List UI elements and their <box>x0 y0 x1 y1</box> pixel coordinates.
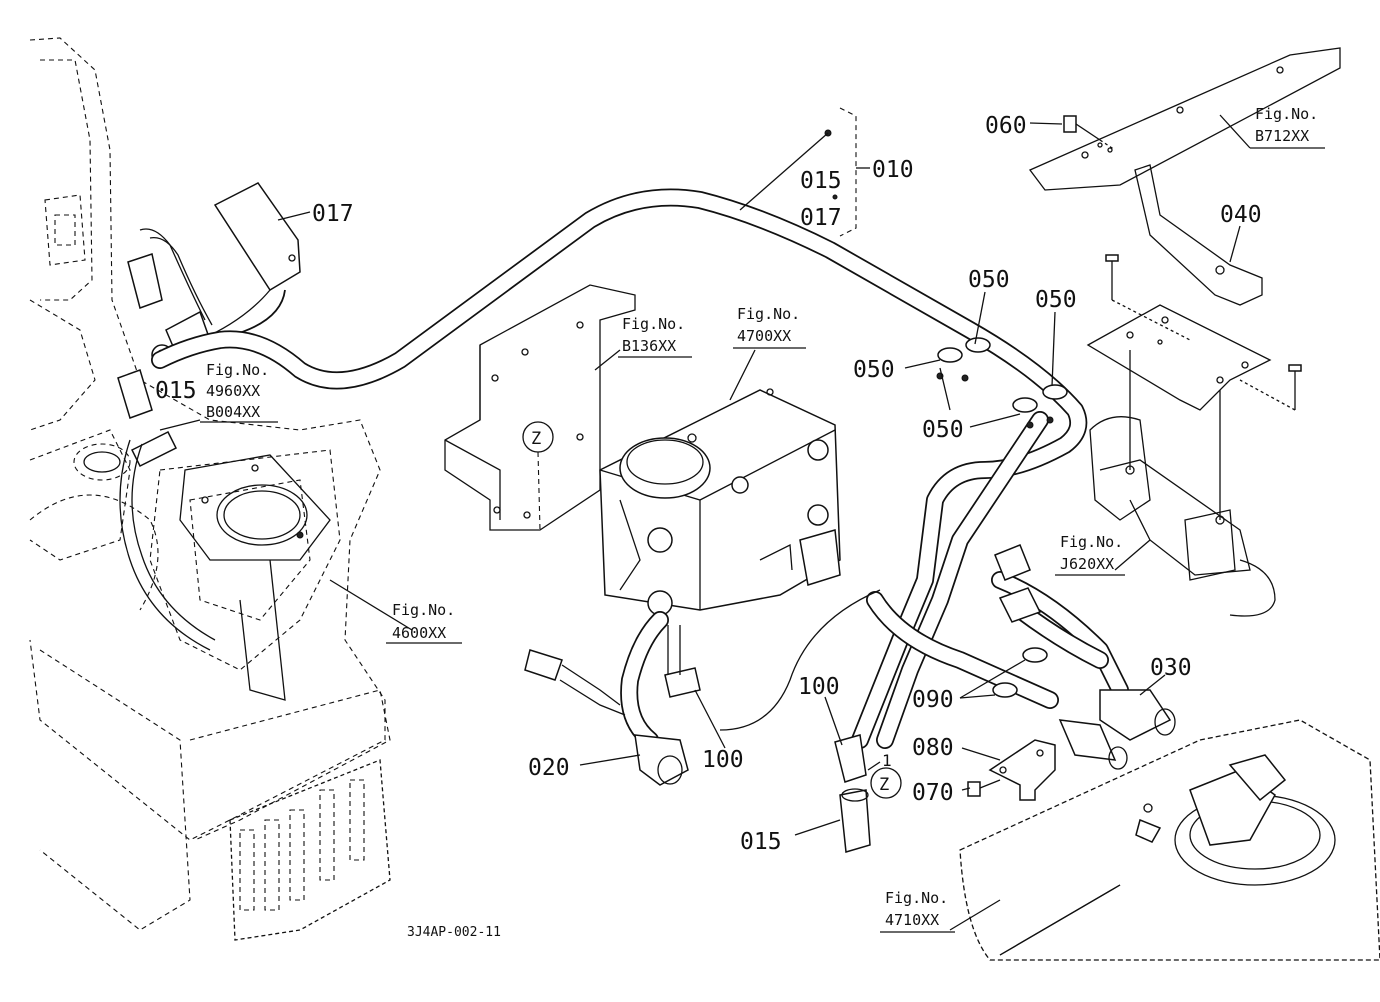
return-fuel-pipe <box>866 411 1059 749</box>
mounting-bracket-b136 <box>444 284 636 531</box>
fig-label-4960: Fig.No. <box>206 361 269 379</box>
fig-number-4700: 4700XX <box>737 327 791 345</box>
bolt-060 <box>1063 115 1116 151</box>
part-label-100-a: 100 <box>798 674 840 700</box>
support-bracket-040 <box>1134 164 1263 306</box>
part-label-050-c: 050 <box>853 357 895 383</box>
fuel-hose-020 <box>524 611 701 786</box>
fig-number-4710: 4710XX <box>885 911 939 929</box>
fuel-connector-030 <box>992 544 1176 770</box>
fig-label-b712: Fig.No. <box>1255 105 1318 123</box>
view-marker-z-bottom <box>870 767 902 799</box>
part-label-017: 017 <box>312 201 354 227</box>
fuel-tank-4710 <box>959 719 1380 961</box>
view-marker-z-top <box>522 421 554 531</box>
fig-label-4710: Fig.No. <box>885 889 948 907</box>
clamp-bracket-080 <box>988 739 1056 801</box>
part-label-090: 090 <box>912 687 954 713</box>
left-hose-connector <box>117 228 216 651</box>
part-label-080: 080 <box>912 735 954 761</box>
part-number-labels: 010 015 017 017 015 060 040 050 050 050 … <box>155 113 1262 855</box>
leader-lines <box>159 114 1251 931</box>
part-label-060: 060 <box>985 113 1027 139</box>
fig-number-b136: B136XX <box>622 337 676 355</box>
part-label-070: 070 <box>912 780 954 806</box>
left-frame-structure <box>29 37 391 941</box>
cross-member-j620 <box>1089 416 1276 617</box>
fig-label-4700: Fig.No. <box>737 305 800 323</box>
part-label-050-a: 050 <box>968 267 1010 293</box>
fig-number-j620: J620XX <box>1060 555 1114 573</box>
part-label-040: 040 <box>1220 202 1262 228</box>
part-label-010: 010 <box>872 157 914 183</box>
part-label-030: 030 <box>1150 655 1192 681</box>
view-marker-z-top-letter: Z <box>531 429 541 449</box>
part-label-050-d: 050 <box>922 417 964 443</box>
hose-clamps-050 <box>936 337 1068 429</box>
bolt-070 <box>967 779 1001 797</box>
part-label-015-left: 015 <box>155 378 197 404</box>
fuel-pump-assembly-4700 <box>599 388 841 616</box>
figure-references: Fig.No. B712XX Fig.No. B136XX Fig.No. 47… <box>200 105 1325 933</box>
upper-frame-b712 <box>1028 47 1341 191</box>
part-label-015-group: 015 <box>800 168 842 194</box>
mounting-plate <box>1086 254 1302 520</box>
part-label-020: 020 <box>528 755 570 781</box>
fig-number-4600: 4600XX <box>392 624 446 642</box>
fig-label-j620: Fig.No. <box>1060 533 1123 551</box>
view-marker-one: 1 <box>882 751 892 770</box>
hose-guide-line <box>719 589 881 731</box>
bottom-fitting-015 <box>834 734 871 853</box>
part-label-017-group: 017 <box>800 205 842 231</box>
fig-number-b004: B004XX <box>206 403 260 421</box>
fig-number-b712: B712XX <box>1255 127 1309 145</box>
view-marker-z-bottom-letter: Z <box>879 775 889 795</box>
part-label-050-b: 050 <box>1035 287 1077 313</box>
part-label-015-bottom: 015 <box>740 829 782 855</box>
drawing-code: 3J4AP-002-11 <box>407 925 501 940</box>
kit-bracket-010 <box>824 107 870 237</box>
fig-number-4960: 4960XX <box>206 382 260 400</box>
fig-label-4600: Fig.No. <box>392 601 455 619</box>
part-label-100-b: 100 <box>702 747 744 773</box>
fig-label-b136: Fig.No. <box>622 315 685 333</box>
fuel-tank-flange-plate <box>179 454 331 701</box>
